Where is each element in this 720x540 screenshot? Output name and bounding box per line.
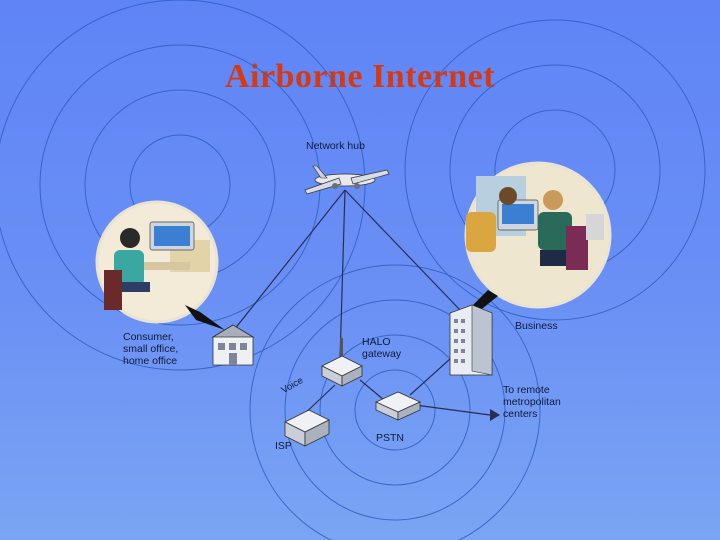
airplane-icon: [304, 165, 390, 195]
remote-centers-label: To remote metropolitan centers: [503, 384, 561, 420]
business-photo: [464, 161, 612, 309]
isp-label: ISP: [275, 440, 292, 452]
consumer-photo: [95, 200, 219, 324]
halo-gateway-label: HALO gateway: [362, 336, 402, 360]
office-building-icon: [449, 304, 493, 376]
business-label: Business: [515, 320, 558, 332]
slide-title: Airborne Internet: [224, 58, 496, 95]
consumer-callout-pointer: [185, 305, 225, 330]
pstn-switch-icon: [375, 391, 421, 421]
business-callout-pointer: [472, 290, 498, 312]
network-links: [229, 189, 491, 419]
gateway-icon: [321, 338, 363, 387]
signal-rings-bottom: [249, 264, 541, 540]
arrow-right-icon: [490, 409, 500, 421]
isp-server-icon: [284, 409, 330, 447]
pstn-label: PSTN: [376, 432, 405, 444]
network-hub-label: Network hub: [306, 140, 365, 152]
house-icon: [211, 324, 255, 366]
consumer-label: Consumer, small office, home office: [123, 331, 179, 367]
